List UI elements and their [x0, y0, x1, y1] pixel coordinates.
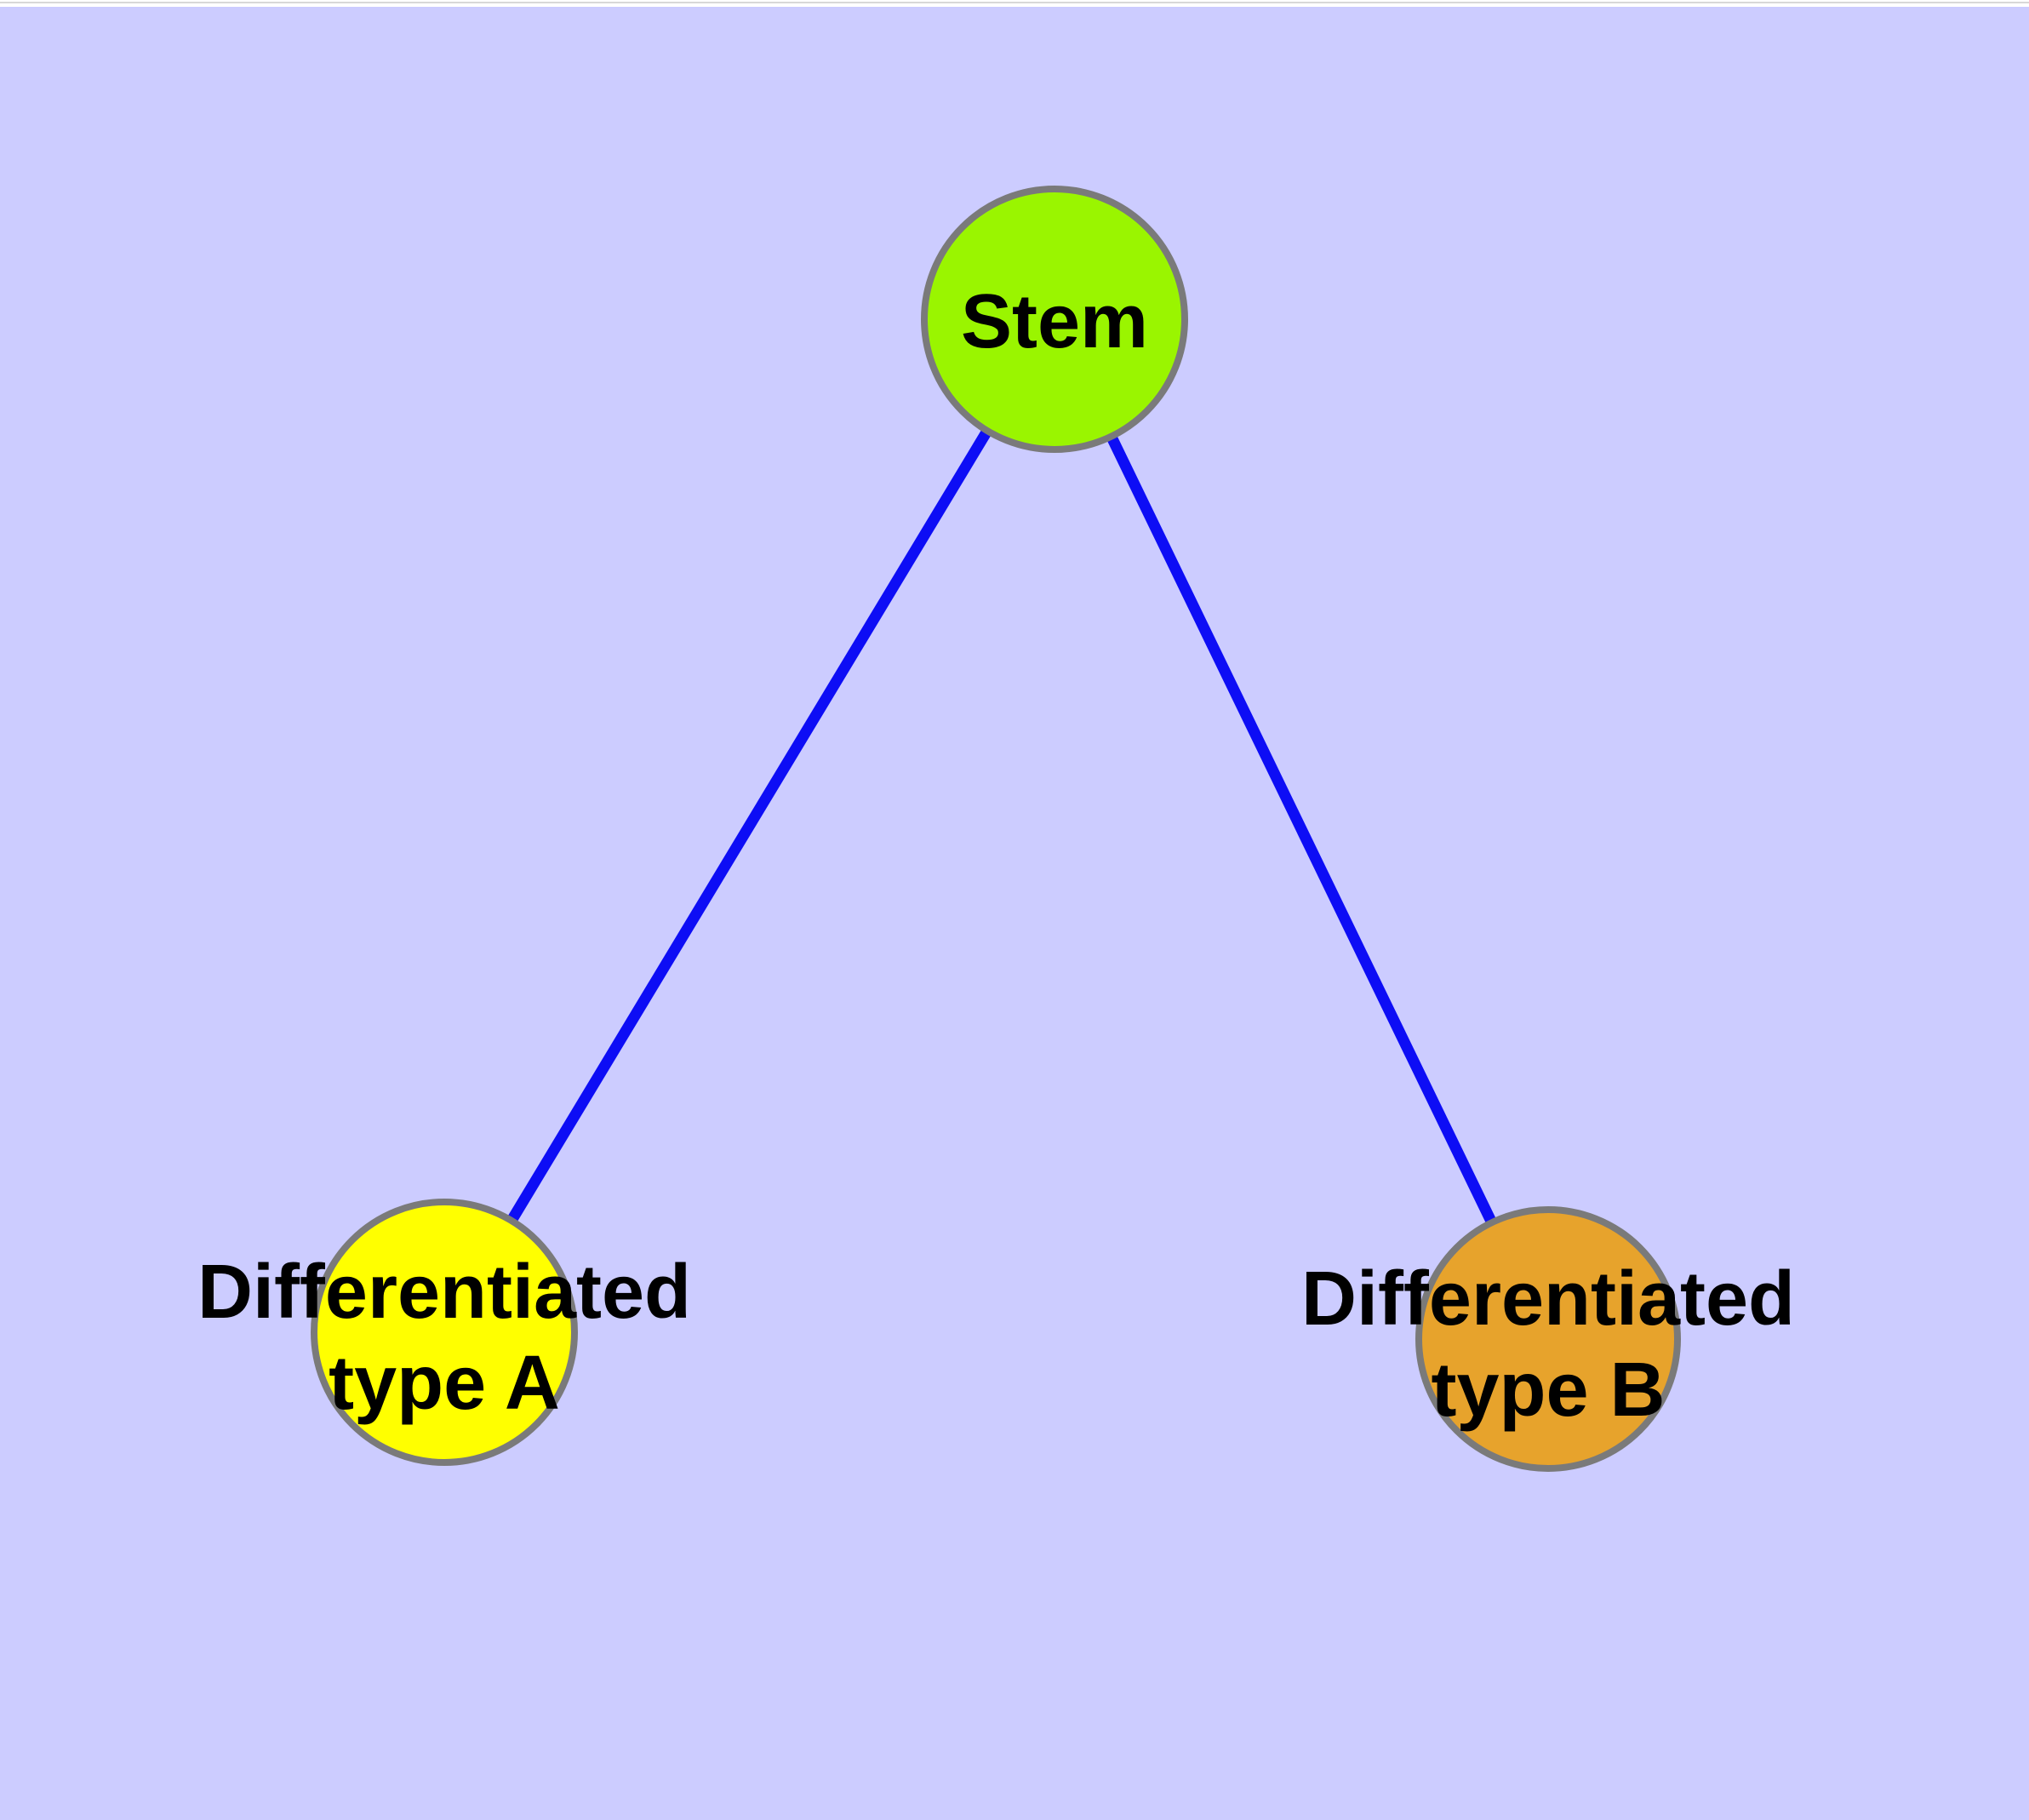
node-stem-circle — [921, 186, 1188, 453]
node-stem-label: Stem — [961, 279, 1148, 364]
node-type-a-label-line1: Differentiated — [197, 1250, 691, 1335]
node-type-b-label-line1: Differentiated — [1301, 1256, 1795, 1342]
top-edge-hairline — [0, 2, 2029, 3]
node-type-b-circle — [1415, 1206, 1681, 1472]
edge-stem-to-type-b — [1049, 317, 1553, 1342]
node-type-a-circle — [311, 1199, 578, 1466]
edge-stem-to-type-a — [439, 316, 1060, 1336]
node-type-b-label-line2: type B — [1431, 1348, 1665, 1433]
node-type-a-label-line2: type A — [329, 1341, 560, 1426]
